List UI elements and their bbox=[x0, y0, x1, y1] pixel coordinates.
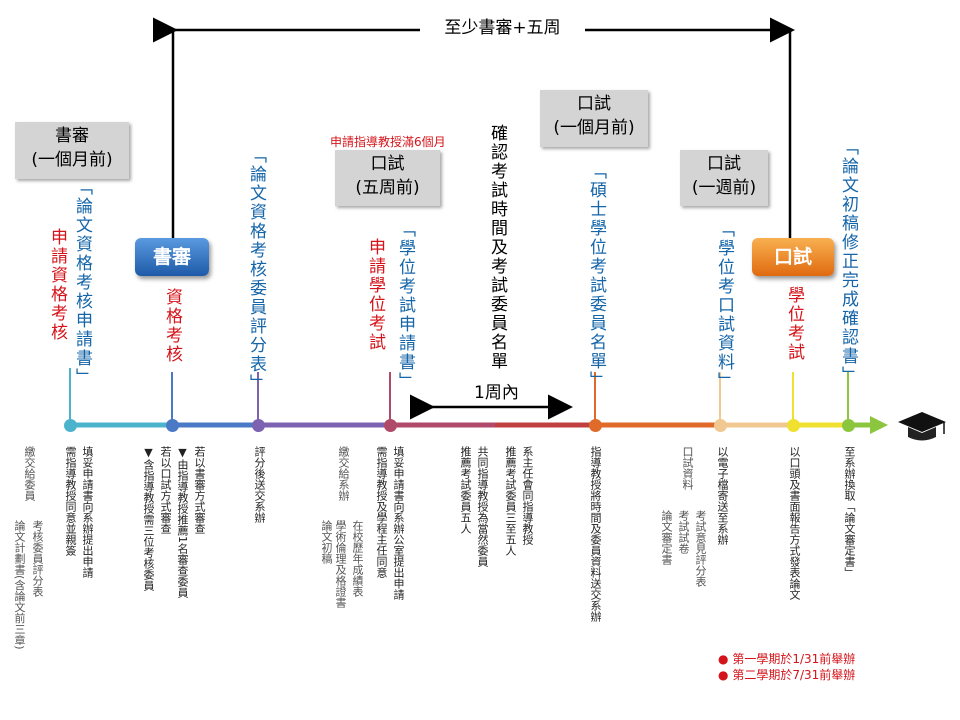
note4-a: 填妥申請書向系辦公室提出申請 bbox=[392, 446, 405, 600]
review-badge: 書審 bbox=[135, 238, 209, 276]
one-week-label: 1周內 bbox=[474, 383, 519, 403]
footnote-2-text: 第二學期於7/31前舉辦 bbox=[732, 668, 856, 682]
note7-gray-a: 口試資料 bbox=[681, 446, 694, 490]
footnote-1: ● 第一學期於1/31前舉辦 bbox=[718, 650, 855, 667]
note2-c: 若以口試方式審查 bbox=[159, 446, 172, 534]
note4-gray-d: 學術倫理及格證書 bbox=[334, 520, 347, 608]
note1-gray-a: 繳交給委員 bbox=[23, 446, 36, 501]
oral-five-weeks-box: 口試 (五周前) bbox=[335, 150, 440, 206]
note9-a: 至系辦換取「論文審定書」 bbox=[843, 446, 856, 578]
note8-a: 以口頭及書面報告方式發表論文 bbox=[788, 446, 801, 600]
note5-c: 系主任會同指導教授 bbox=[521, 446, 534, 545]
note5-d: 推薦考試委員三至五人 bbox=[504, 446, 517, 556]
note5-a: 共同指導教授為當然委員 bbox=[476, 446, 489, 567]
note1-a: 填妥申請書向系辦提出申請 bbox=[81, 446, 94, 578]
oral-badge: 口試 bbox=[752, 238, 834, 276]
timeline-dot-2 bbox=[166, 419, 179, 432]
bullet-icon: ● bbox=[718, 652, 729, 666]
graduation-cap-icon bbox=[898, 412, 946, 441]
step1-form-text: 「論文資格考核申請書」 bbox=[72, 178, 92, 387]
step9-form-text: 「論文初稿修正完成確認書」 bbox=[838, 138, 858, 385]
timeline-dot-8 bbox=[842, 419, 855, 432]
step4-apply-text: 申請學位考試 bbox=[365, 238, 385, 352]
footnote-1-text: 第一學期於1/31前舉辦 bbox=[732, 652, 856, 666]
advisor-months-note: 申請指導教授滿6個月 bbox=[330, 135, 446, 149]
note2-b: ▼由指導教授推薦1名審查委員 bbox=[176, 446, 189, 598]
step4-form-text: 「學位考試申請書」 bbox=[395, 220, 415, 391]
timeline-dot-3 bbox=[252, 419, 265, 432]
step6-form-text: 「碩士學位考試委員名單」 bbox=[586, 162, 606, 390]
step8-exam-text: 學位考試 bbox=[784, 286, 804, 362]
footnote-2: ● 第二學期於7/31前舉辦 bbox=[718, 666, 855, 683]
timeline-dot-4 bbox=[384, 419, 397, 432]
oral-month-box: 口試 (一個月前) bbox=[540, 90, 648, 147]
step1-apply-text: 申請資格考核 bbox=[47, 228, 67, 342]
timeline-dot-6 bbox=[714, 419, 727, 432]
note1-b: 需指導教授同意並親簽 bbox=[64, 446, 77, 556]
note4-gray-c: 在校歷年成績表 bbox=[351, 520, 364, 597]
step5-confirm-text: 確認考試時間及考試委員名單 bbox=[487, 124, 507, 371]
note4-gray-a: 繳交給系辦 bbox=[337, 446, 350, 501]
note7-gray-b: 考試試卷 bbox=[677, 510, 690, 554]
bullet-icon: ● bbox=[718, 668, 729, 682]
note5-b: 推薦考試委員五人 bbox=[459, 446, 472, 534]
note7-gray-d: 考試意見評分表 bbox=[694, 510, 707, 587]
timeline-arrow-icon bbox=[870, 416, 888, 434]
step2-exam-text: 資格考核 bbox=[162, 288, 182, 364]
note1-gray-c: 考核委員評分表 bbox=[31, 520, 44, 597]
review-month-box: 書審 (一個月前) bbox=[15, 122, 129, 179]
step7-form-text: 「學位考口試資料」 bbox=[714, 220, 734, 391]
note7-a: 以電子檔寄送至系辦 bbox=[716, 446, 729, 545]
note1-gray-b: 論文計劃書(含論文前三章) bbox=[13, 520, 26, 650]
top-span-label: 至少書審+五周 bbox=[420, 14, 585, 42]
timeline-dot-7 bbox=[787, 419, 800, 432]
timeline-dot-1 bbox=[64, 419, 77, 432]
note2-d: ▼含指導教授需三位考核委員 bbox=[142, 446, 155, 591]
note4-b: 需指導教授及學程主任同意 bbox=[375, 446, 388, 578]
note7-gray-c: 論文審定書 bbox=[660, 510, 673, 565]
note6-a: 指導教授將時間及委員資料送交系辦 bbox=[589, 446, 602, 622]
step3-form-text: 「論文資格考核委員評分表」 bbox=[246, 146, 266, 393]
oral-week-box: 口試 (一週前) bbox=[680, 150, 768, 206]
note3-a: 評分後送交系辦 bbox=[253, 446, 266, 523]
timeline-dot-5 bbox=[589, 419, 602, 432]
note4-gray-b: 論文初稿 bbox=[320, 520, 333, 564]
note2-a: 若以書審方式審查 bbox=[193, 446, 206, 534]
